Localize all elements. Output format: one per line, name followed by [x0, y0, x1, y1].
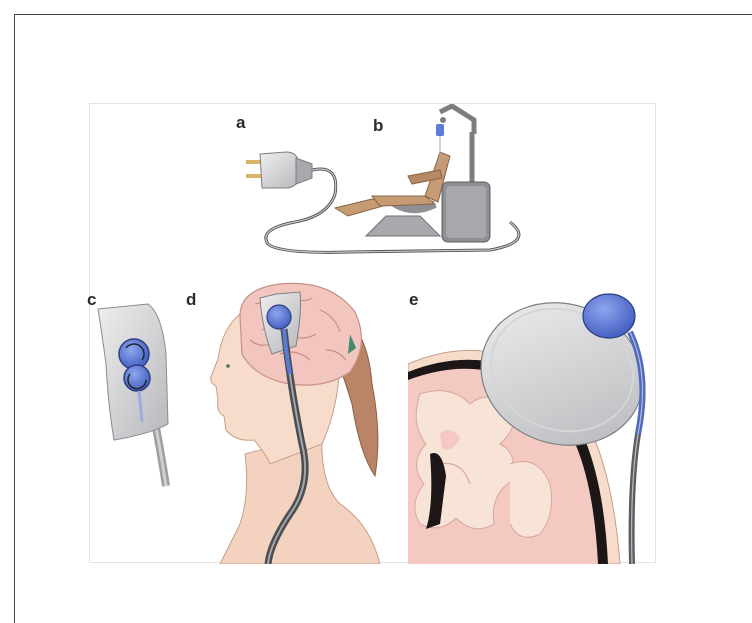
panel-label-d: d	[186, 291, 196, 308]
figure-panel: a b c d e	[89, 103, 656, 563]
panel-label-b: b	[373, 117, 383, 134]
panel-label-c: c	[87, 291, 96, 308]
electrode-blue-icon	[267, 305, 291, 329]
stimulator-device	[442, 182, 490, 242]
treatment-chair	[335, 152, 450, 236]
panel-label-a: a	[236, 114, 245, 131]
electrode-closeup	[98, 304, 168, 486]
panel-label-e: e	[409, 291, 418, 308]
electrode-blue-icon	[583, 294, 635, 338]
head-profile	[211, 283, 380, 564]
figure-illustration	[90, 104, 657, 564]
